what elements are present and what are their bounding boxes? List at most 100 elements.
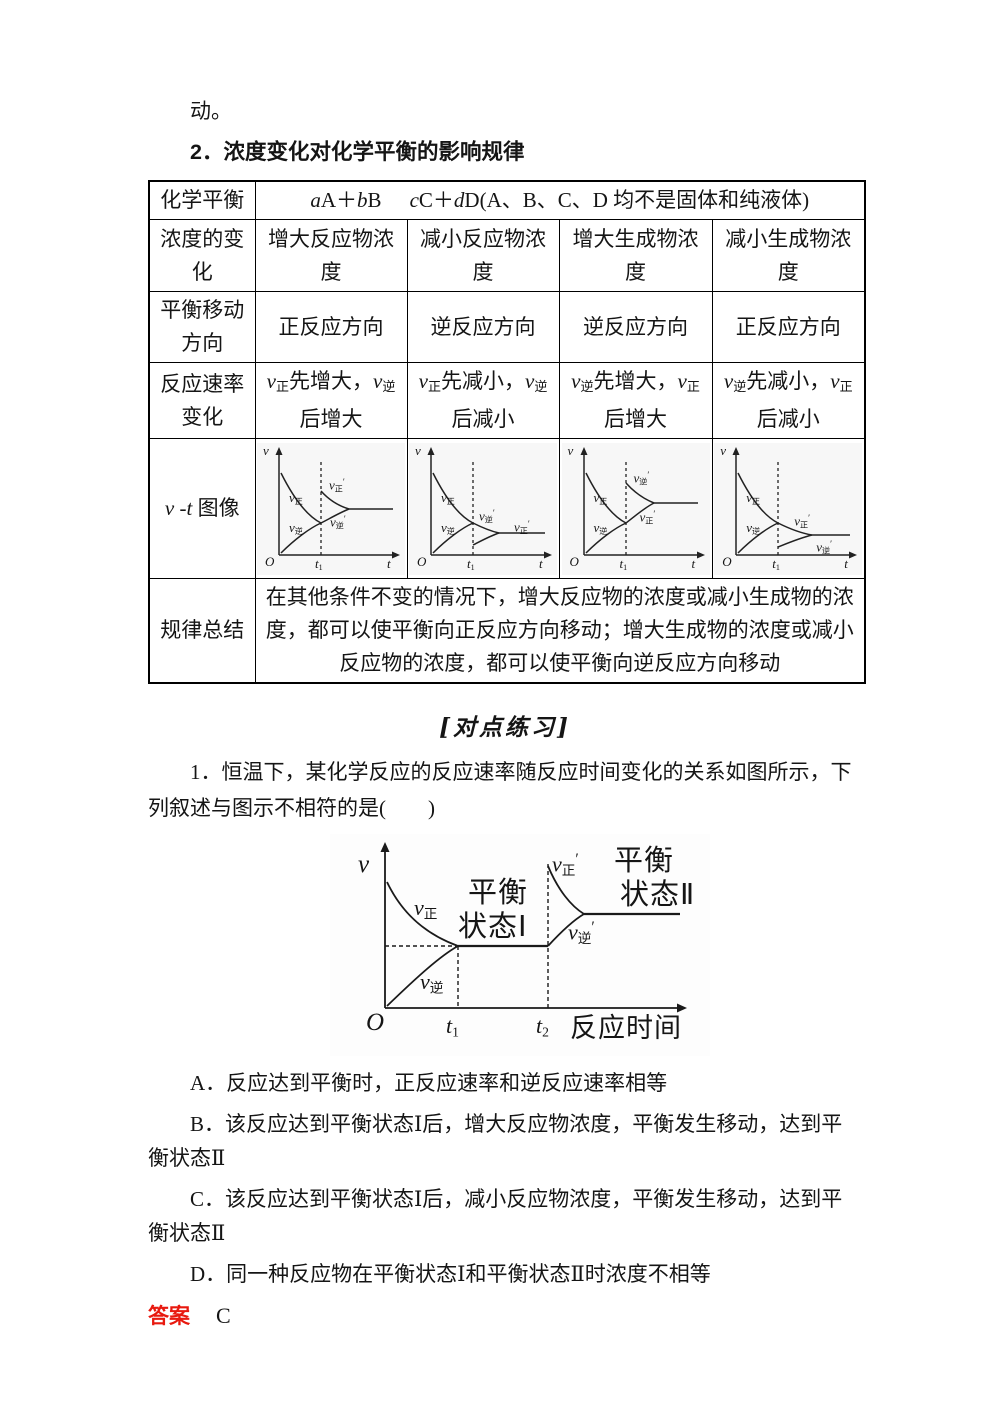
table-row-shift-direction: 平衡移动方向 正反应方向 逆反应方向 逆反应方向 正反应方向: [148, 291, 866, 363]
coef-d: d: [453, 188, 465, 212]
reverse-rate-label: v逆: [420, 969, 444, 996]
species-A: A＋: [320, 188, 358, 212]
vt-graph-increase-reactant: v v正 v逆 v正′ v逆′ O t1 t: [257, 442, 405, 575]
y-axis-label: v: [720, 442, 727, 458]
option-a: A．反应达到平衡时，正反应速率和逆反应速率相等: [190, 1071, 668, 1096]
y-axis-label: v: [415, 442, 421, 458]
forward-rate-prime-label: v正′: [794, 512, 811, 530]
vt-graph-decrease-reactant: v v正 v逆 v逆′ v正′ O t1 t: [409, 442, 557, 575]
question-1: 1．恒温下，某化学反应的反应速率随反应时间变化的关系如图所示，下列叙述与图示不相…: [148, 760, 852, 821]
cell: 逆反应方向: [406, 291, 560, 363]
forward-rate-label: v正: [746, 489, 761, 506]
reverse-rate-label: v逆: [289, 519, 303, 536]
coef-a: a: [310, 188, 321, 212]
option-d: D．同一种反应物在平衡状态Ⅰ和平衡状态Ⅱ时浓度不相等: [190, 1262, 711, 1287]
vt-graph-1-canvas: [275, 446, 400, 559]
species-B: B: [367, 188, 382, 212]
cell: v正先增大，v逆后增大: [254, 361, 408, 440]
origin-label: O: [417, 553, 427, 569]
cell: 增大反应物浓度: [254, 219, 408, 292]
t1-tick-label: t1: [315, 555, 323, 572]
answer-value: C: [216, 1303, 231, 1329]
reverse-rate-label: v逆: [441, 519, 455, 536]
x-axis-label: t: [844, 555, 848, 571]
answer-label: 答案: [148, 1305, 190, 1329]
row-label: 反应速率变化: [148, 361, 256, 440]
rule-summary-text: 在其他条件不变的情况下，增大反应物的浓度或减小生成物的浓度，都可以使平衡向正反应…: [254, 578, 866, 684]
vt-graph-cell-1: v v正 v逆 v正′ v逆′ O t1 t: [254, 438, 408, 580]
origin-label: O: [265, 553, 275, 569]
y-axis-label: v: [263, 442, 269, 458]
origin-label: O: [366, 1009, 385, 1037]
cell: 减小反应物浓度: [406, 219, 560, 292]
reverse-rate-prime-label: v逆′: [816, 538, 833, 556]
x-axis-title: 反应时间: [570, 1013, 682, 1044]
cell: 减小生成物浓度: [711, 219, 866, 292]
y-axis-label: v: [358, 851, 370, 879]
cell: 增大生成物浓度: [558, 219, 713, 292]
vt-chart-main-canvas: [380, 842, 687, 1013]
forward-rate-label: v正: [441, 489, 455, 506]
vt-graph-decrease-product: v v正 v逆 v正′ v逆′ O t1 t: [714, 442, 863, 575]
forward-rate-prime-label: v正′: [639, 508, 656, 526]
cell: v逆先减小，v正后减小: [711, 361, 866, 440]
x-axis-label: t: [387, 555, 391, 571]
cell: 正反应方向: [711, 291, 866, 363]
forward-rate-prime-label: v正′: [329, 476, 345, 494]
species-C: C＋: [418, 188, 454, 212]
vt-graph-cell-4: v v正 v逆 v正′ v逆′ O t1 t: [711, 438, 866, 580]
cell: v逆先增大，v正后增大: [558, 361, 713, 440]
state2-line1: 平衡: [614, 845, 675, 878]
vt-graph-2-canvas: [427, 446, 552, 559]
t2-tick-label: t2: [536, 1013, 549, 1040]
t1-tick-label: t1: [772, 555, 780, 572]
state2-line2: 状态Ⅱ: [620, 879, 696, 912]
reverse-rate-prime-label: v逆′: [330, 513, 346, 531]
row-label: v -t 图像: [148, 438, 256, 580]
cell: 正反应方向: [254, 291, 408, 363]
forward-rate-label: v正: [289, 489, 303, 506]
species-D-note: D(A、B、C、D 均不是固体和纯液体): [464, 188, 810, 212]
x-axis-label: t: [691, 555, 696, 571]
table-row-concentration-change: 浓度的变化 增大反应物浓度 减小反应物浓度 增大生成物浓度 减小生成物浓度: [148, 219, 866, 292]
answer-line: 答案 C: [148, 1298, 862, 1335]
cell: 逆反应方向: [558, 291, 713, 363]
forward-rate-label: v正: [414, 895, 438, 922]
row-label: 平衡移动方向: [148, 291, 256, 363]
section-heading: 2．浓度变化对化学平衡的影响规律: [190, 140, 525, 164]
origin-label: O: [569, 553, 579, 569]
practice-header: [对点练习]: [439, 714, 571, 742]
table-row-rule-summary: 规律总结 在其他条件不变的情况下，增大反应物的浓度或减小生成物的浓度，都可以使平…: [148, 578, 866, 684]
vt-graph-4-canvas: [732, 446, 858, 559]
vt-graph-3-canvas: [580, 446, 705, 559]
vt-graph-cell-3: v v正 v逆 v逆′ v正′ O t1 t: [558, 438, 713, 580]
reverse-rate-prime-label: v逆′: [633, 469, 650, 487]
x-axis-label: t: [539, 555, 543, 571]
row-label: 浓度的变化: [148, 219, 256, 292]
reverse-rate-label: v逆: [593, 519, 608, 536]
row-label: 化学平衡: [148, 180, 256, 220]
reverse-rate-label: v逆: [746, 519, 761, 536]
coef-c: c: [409, 188, 419, 212]
y-axis-label: v: [567, 442, 574, 458]
option-c: C．该反应达到平衡状态Ⅰ后，减小反应物浓度，平衡发生移动，达到平衡状态Ⅱ: [148, 1187, 843, 1246]
t1-tick-label: t1: [467, 555, 475, 572]
forward-rate-prime-label: v正′: [552, 851, 579, 879]
reverse-rate-prime-label: v逆′: [479, 507, 495, 525]
state1-line1: 平衡: [468, 877, 529, 910]
vt-chart-main: v v正 v逆 平衡 状态Ⅰ v正′ 平衡 状态Ⅱ v逆′ O t1 t2 反应…: [330, 834, 710, 1057]
state1-line2: 状态Ⅰ: [458, 911, 528, 944]
vt-graph-cell-2: v v正 v逆 v逆′ v正′ O t1 t: [406, 438, 560, 580]
table-row-rate-change: 反应速率变化 v正先增大，v逆后增大 v正先减小，v逆后减小 v逆先增大，v正后…: [148, 361, 866, 440]
cell: v正先减小，v逆后减小: [406, 361, 560, 440]
vt-graph-increase-product: v v正 v逆 v逆′ v正′ O t1 t: [561, 442, 710, 575]
option-b: B．该反应达到平衡状态Ⅰ后，增大反应物浓度，平衡发生移动，达到平衡状态Ⅱ: [148, 1112, 843, 1171]
origin-label: O: [722, 553, 732, 569]
intro-tail: 动。: [190, 99, 232, 123]
t1-tick-label: t1: [619, 555, 628, 572]
t1-tick-label: t1: [446, 1013, 459, 1040]
forward-rate-prime-label: v正′: [514, 518, 530, 536]
